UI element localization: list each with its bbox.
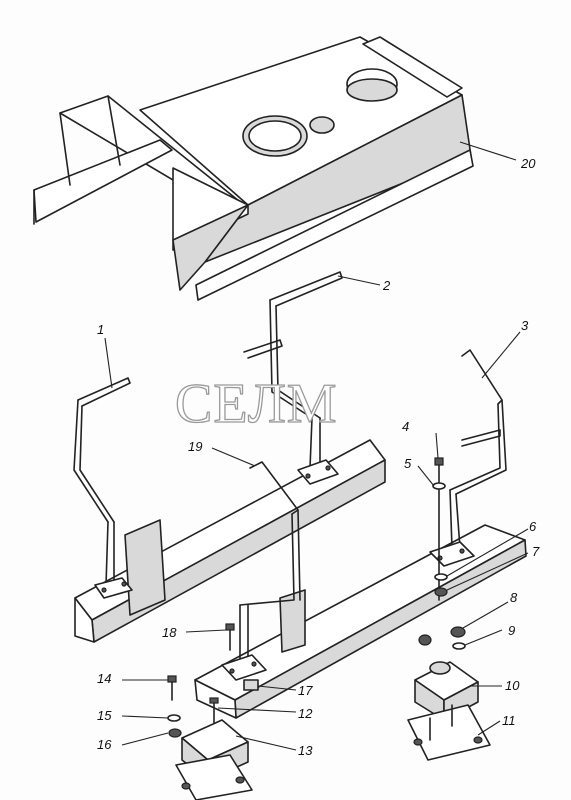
callout-14: 14	[97, 671, 111, 686]
bracket-2	[243, 271, 343, 485]
callout-16: 16	[97, 737, 112, 752]
callout-11: 11	[502, 713, 516, 728]
plate-11	[407, 704, 491, 761]
callout-8: 8	[510, 590, 518, 605]
nut-7	[434, 587, 448, 597]
bolt-14	[167, 675, 177, 701]
callout-7: 7	[532, 544, 540, 559]
frame-rail-left	[74, 439, 386, 643]
bolt-12	[209, 697, 219, 727]
nut-8	[450, 626, 466, 638]
washer-6	[434, 573, 448, 581]
mount-13	[175, 719, 253, 800]
nut-16	[168, 728, 182, 738]
watermark-text: СЕЛМ	[175, 373, 338, 435]
callout-2: 2	[382, 278, 391, 293]
callout-3: 3	[521, 318, 529, 333]
washer-9	[452, 642, 466, 650]
spacer-17	[243, 679, 259, 691]
callout-20: 20	[520, 156, 536, 171]
washer-15	[167, 714, 181, 722]
bracket-19	[221, 461, 301, 681]
callout-5: 5	[404, 456, 412, 471]
callout-13: 13	[298, 743, 313, 758]
cover-panel	[33, 36, 474, 301]
callout-6: 6	[529, 519, 537, 534]
callout-19: 19	[188, 439, 202, 454]
nut-near-rail	[418, 634, 432, 646]
frame-rail-front	[194, 524, 527, 719]
bracket-1	[73, 377, 133, 599]
callout-4: 4	[402, 419, 409, 434]
callout-9: 9	[508, 623, 515, 638]
callout-10: 10	[505, 678, 520, 693]
callout-15: 15	[97, 708, 112, 723]
callout-labels: 1 2 3 4 5 6 7 8 9 10 11 12 13 14 15 16 1…	[97, 156, 540, 758]
callout-1: 1	[97, 322, 104, 337]
callout-17: 17	[298, 683, 313, 698]
bolt-18	[225, 623, 235, 651]
callout-18: 18	[162, 625, 177, 640]
leader-lines	[104, 141, 529, 751]
callout-12: 12	[298, 706, 313, 721]
washer-5	[432, 482, 446, 490]
